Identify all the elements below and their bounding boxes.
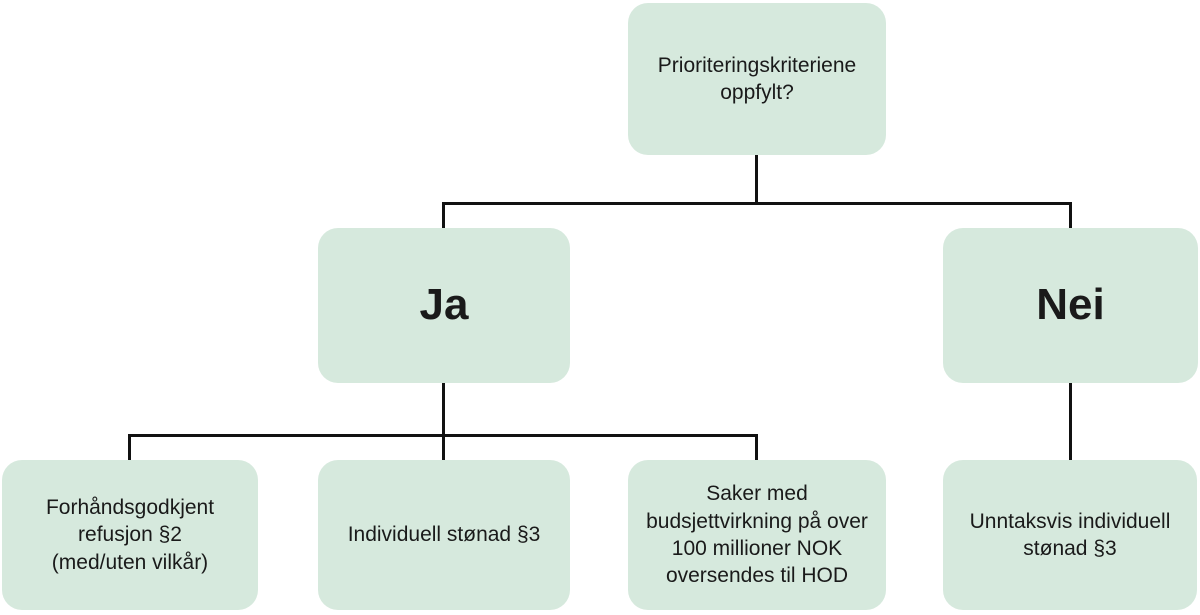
connector-drop-saker [755, 434, 758, 460]
node-saker-budsjettvirkning: Saker med budsjettvirkning på over 100 m… [628, 460, 886, 610]
node-branch-nei: Nei [943, 228, 1198, 383]
node-forhandsgodkjent-refusjon: Forhåndsgodkjent refusjon §2 (med/uten v… [2, 460, 258, 610]
node-root-question-label: Prioriteringskriteriene oppfylt? [657, 53, 857, 104]
connector-drop-nei [1069, 202, 1072, 228]
node-branch-ja: Ja [318, 228, 570, 383]
connector-root-stem [755, 155, 758, 205]
node-branch-ja-label: Ja [419, 280, 469, 330]
connector-nei-stem [1069, 383, 1072, 460]
connector-level1-horizontal [442, 202, 1072, 205]
node-root-question: Prioriteringskriteriene oppfylt? [628, 3, 886, 155]
connector-ja-stem [442, 383, 445, 460]
node-branch-nei-label: Nei [1036, 280, 1105, 330]
node-saker-budsjettvirkning-label: Saker med budsjettvirkning på over 100 m… [646, 482, 868, 588]
node-unntaksvis-individuell-stonad: Unntaksvis individuell stønad §3 [943, 460, 1197, 610]
node-forhandsgodkjent-refusjon-label: Forhåndsgodkjent refusjon §2 (med/uten v… [45, 496, 215, 574]
node-individuell-stonad-label: Individuell stønad §3 [347, 523, 541, 547]
node-unntaksvis-individuell-stonad-label: Unntaksvis individuell stønad §3 [969, 509, 1171, 560]
connector-drop-forhandsgodkjent [128, 434, 131, 460]
connector-level2-horizontal [128, 434, 758, 437]
node-individuell-stonad: Individuell stønad §3 [318, 460, 570, 610]
connector-drop-ja [442, 202, 445, 228]
